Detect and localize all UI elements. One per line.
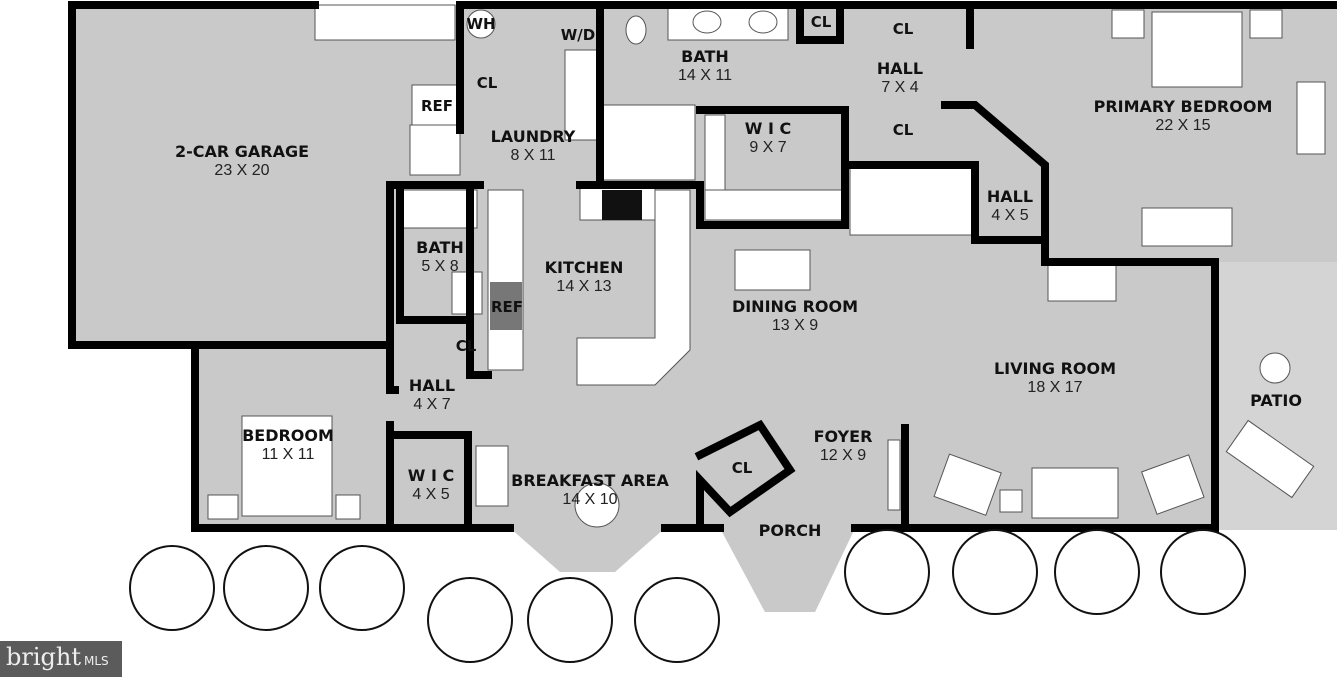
tree-icon — [1054, 529, 1140, 615]
room-dims: 14 X 13 — [556, 278, 611, 295]
room-name: DINING ROOM — [732, 297, 858, 316]
tree-icon — [223, 545, 309, 631]
room-name: BATH — [416, 238, 464, 257]
tree-icon — [427, 577, 513, 663]
tree-icon — [634, 577, 720, 663]
room-name: W I C — [408, 466, 454, 485]
room-dims: 18 X 17 — [1027, 379, 1082, 396]
tree-icon — [527, 577, 613, 663]
room-name: BREAKFAST AREA — [511, 471, 669, 490]
room-dims: 7 X 4 — [881, 79, 918, 96]
refrigerator-label: REF — [491, 298, 523, 316]
room-dims: 23 X 20 — [214, 162, 269, 179]
room-name: KITCHEN — [545, 258, 624, 277]
room-name: 2-CAR GARAGE — [175, 142, 309, 161]
room-name: PATIO — [1250, 391, 1302, 410]
room-labels: 2-CAR GARAGE 23 X 20 LAUNDRY 8 X 11 BATH… — [175, 47, 1302, 540]
tree-icon — [129, 545, 215, 631]
room-name: PORCH — [759, 521, 822, 540]
room-dims: 9 X 7 — [749, 139, 786, 156]
water-heater-label: WH — [466, 15, 495, 33]
room-dims: 22 X 15 — [1155, 117, 1210, 134]
room-name: FOYER — [814, 427, 873, 446]
room-dims: 5 X 8 — [421, 258, 458, 275]
room-name: PRIMARY BEDROOM — [1094, 97, 1273, 116]
fixture-labels: WH W/D REF REF CL CL CL CL CL CL — [421, 9, 914, 477]
room-dims: 4 X 5 — [991, 207, 1028, 224]
tree-icon — [1160, 529, 1246, 615]
room-name: HALL — [409, 376, 455, 395]
closet-label: CL — [456, 337, 477, 355]
room-dims: 12 X 9 — [820, 447, 866, 464]
room-name: W I C — [745, 119, 791, 138]
room-name: BATH — [681, 47, 729, 66]
porch-area — [720, 470, 855, 612]
room-name: LAUNDRY — [491, 127, 576, 146]
closet-label: CL — [893, 121, 914, 139]
room-dims: 14 X 11 — [678, 67, 732, 84]
closet-label: CL — [732, 459, 753, 477]
room-dims: 4 X 7 — [413, 396, 450, 413]
room-dims: 8 X 11 — [510, 147, 555, 164]
tree-icon — [844, 529, 930, 615]
bright-mls-watermark: bright MLS — [0, 641, 122, 677]
room-dims: 11 X 11 — [262, 446, 315, 463]
room-dims: 13 X 9 — [772, 317, 818, 334]
room-name: LIVING ROOM — [994, 359, 1116, 378]
fixtures — [207, 4, 1326, 528]
closet-label: CL — [893, 20, 914, 38]
landscaping-trees — [129, 529, 1246, 663]
walls — [68, 1, 1337, 532]
brand-name: bright — [6, 643, 81, 671]
washer-dryer-label: W/D — [561, 26, 595, 44]
room-name: HALL — [877, 59, 923, 78]
closet-label: CL — [811, 13, 832, 31]
tree-icon — [952, 529, 1038, 615]
tree-icon — [319, 545, 405, 631]
room-dims: 4 X 5 — [412, 486, 449, 503]
brand-suffix: MLS — [84, 654, 109, 668]
room-dims: 14 X 10 — [562, 491, 617, 508]
room-name: BEDROOM — [242, 426, 334, 445]
room-name: HALL — [987, 187, 1033, 206]
closet-label: CL — [477, 74, 498, 92]
refrigerator-label: REF — [421, 97, 453, 115]
